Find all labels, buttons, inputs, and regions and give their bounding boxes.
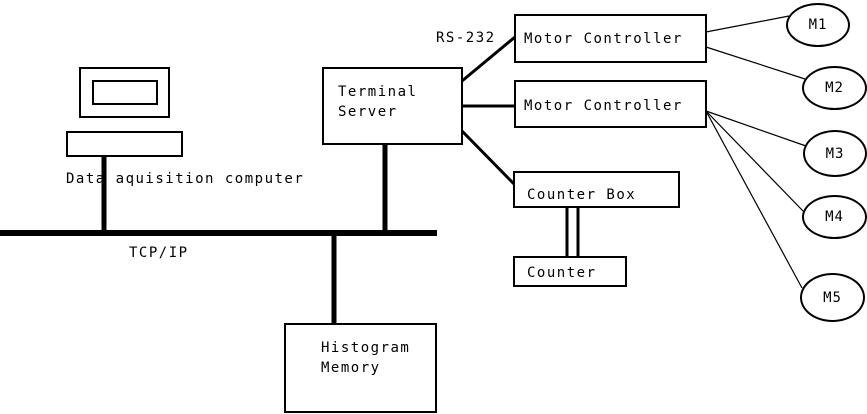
motor-node-m1: M1 bbox=[786, 3, 850, 47]
motor-link-m3 bbox=[705, 110, 807, 147]
serial-link-counter-box bbox=[460, 129, 516, 186]
motor-link-m5 bbox=[705, 110, 803, 289]
motor-m2-label: M2 bbox=[825, 80, 844, 96]
motor-m4-label: M4 bbox=[825, 209, 844, 225]
terminal-server-label: Terminal Server bbox=[338, 84, 418, 120]
serial-link-motor-controller-1 bbox=[461, 35, 516, 83]
histogram-memory-label: Histogram Memory bbox=[321, 340, 411, 376]
node-motor-controller-1: Motor Controller bbox=[514, 14, 707, 63]
motor-node-m2: M2 bbox=[802, 66, 867, 110]
motor-m3-label: M3 bbox=[825, 145, 845, 162]
node-terminal-server: Terminal Server bbox=[322, 67, 463, 145]
node-counter: Counter bbox=[513, 256, 627, 287]
motor-node-m3: M3 bbox=[803, 130, 867, 177]
motor-node-m4: M4 bbox=[802, 195, 867, 239]
motor-node-m5: M5 bbox=[800, 273, 865, 322]
motor-m1-label: M1 bbox=[808, 17, 828, 33]
motor-controller-2-label: Motor Controller bbox=[524, 98, 683, 114]
counter-label: Counter bbox=[527, 265, 597, 281]
computer-screen-icon bbox=[92, 80, 158, 105]
data-acquisition-computer-label: Data aquisition computer bbox=[66, 171, 305, 187]
node-histogram-memory: Histogram Memory bbox=[284, 323, 437, 413]
motor-link-m1 bbox=[705, 15, 790, 33]
motor-link-m4 bbox=[705, 110, 805, 213]
motor-controller-1-label: Motor Controller bbox=[524, 31, 683, 47]
computer-keyboard-icon bbox=[66, 131, 183, 157]
motor-link-m2 bbox=[705, 46, 806, 80]
rs232-serial-label: RS-232 bbox=[436, 30, 496, 46]
tcpip-bus-label: TCP/IP bbox=[129, 245, 189, 261]
counter-box-label: Counter Box bbox=[527, 187, 637, 203]
node-motor-controller-2: Motor Controller bbox=[514, 80, 707, 128]
motor-m5-label: M5 bbox=[823, 289, 842, 306]
node-counter-box: Counter Box bbox=[513, 171, 680, 208]
